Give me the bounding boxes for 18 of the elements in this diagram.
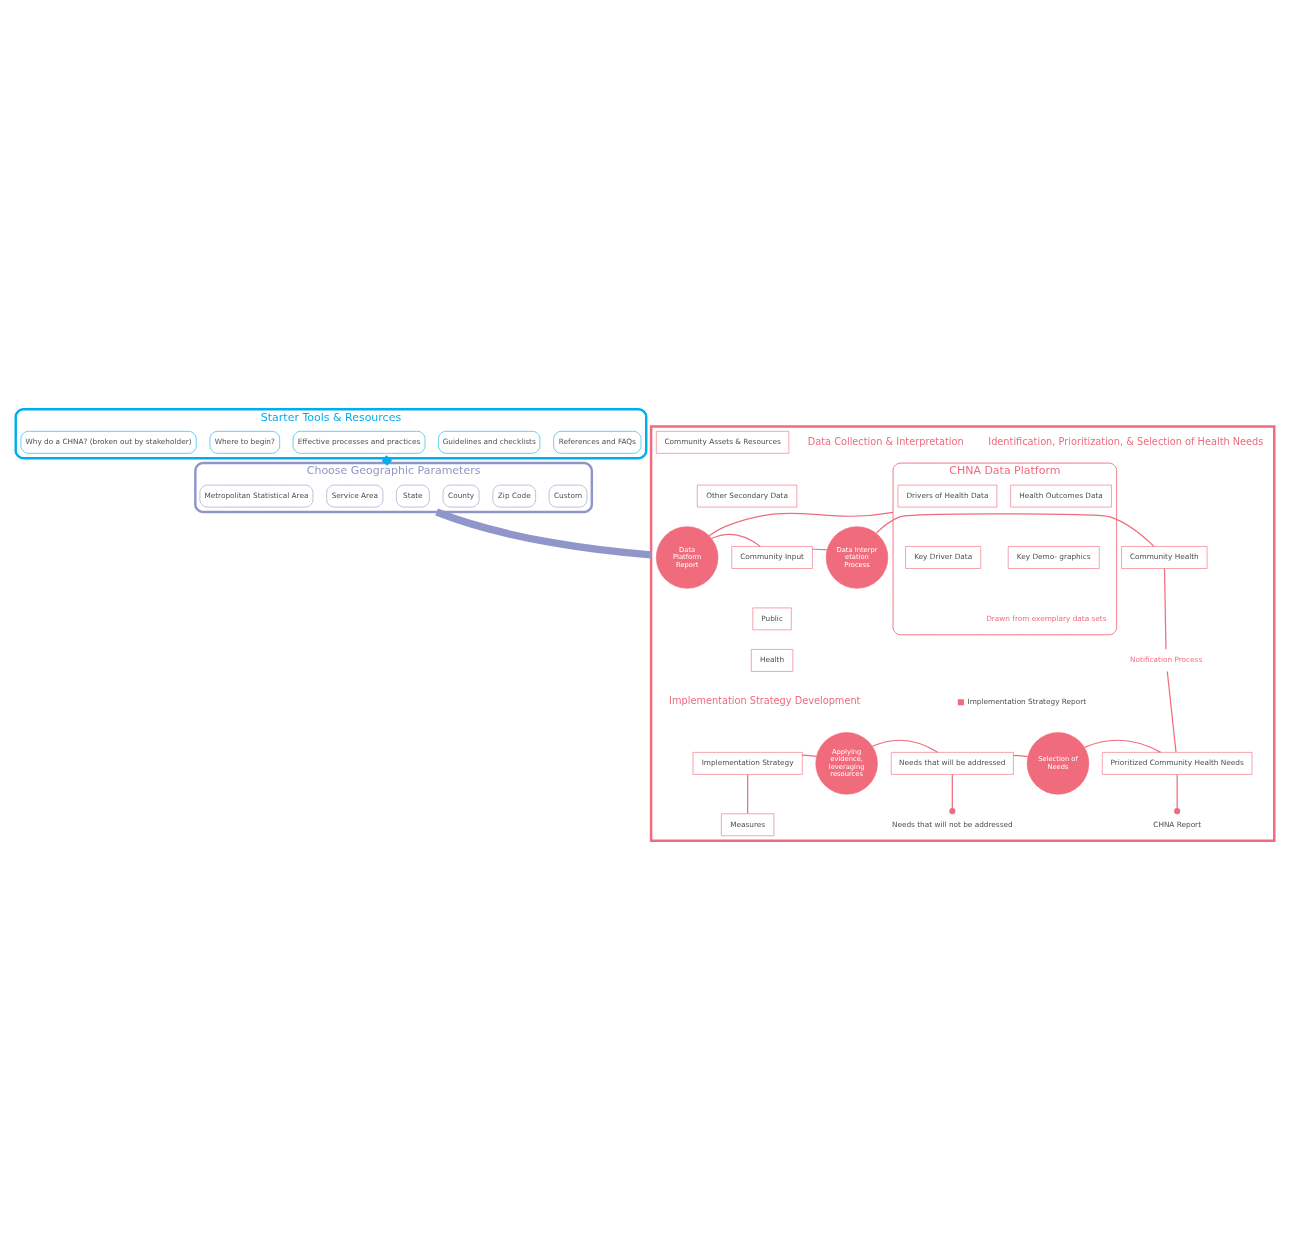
connector [801,754,818,757]
connector [435,508,652,558]
connector [1083,739,1162,753]
connector [875,512,1155,547]
connector [708,511,894,536]
connector [1012,754,1029,757]
connector [1163,567,1167,650]
connector [710,533,761,547]
label: Identification, Prioritization, & Selection of Health Needs [988,435,1264,447]
label: Implementation Strategy Development [669,694,861,706]
connector [871,739,939,753]
connector [949,773,956,814]
connector [1166,670,1177,753]
connector [747,773,749,814]
cluster [649,424,1276,842]
connector [1174,773,1181,814]
connector [381,454,393,466]
label: Data Collection & Interpretation [807,435,964,447]
